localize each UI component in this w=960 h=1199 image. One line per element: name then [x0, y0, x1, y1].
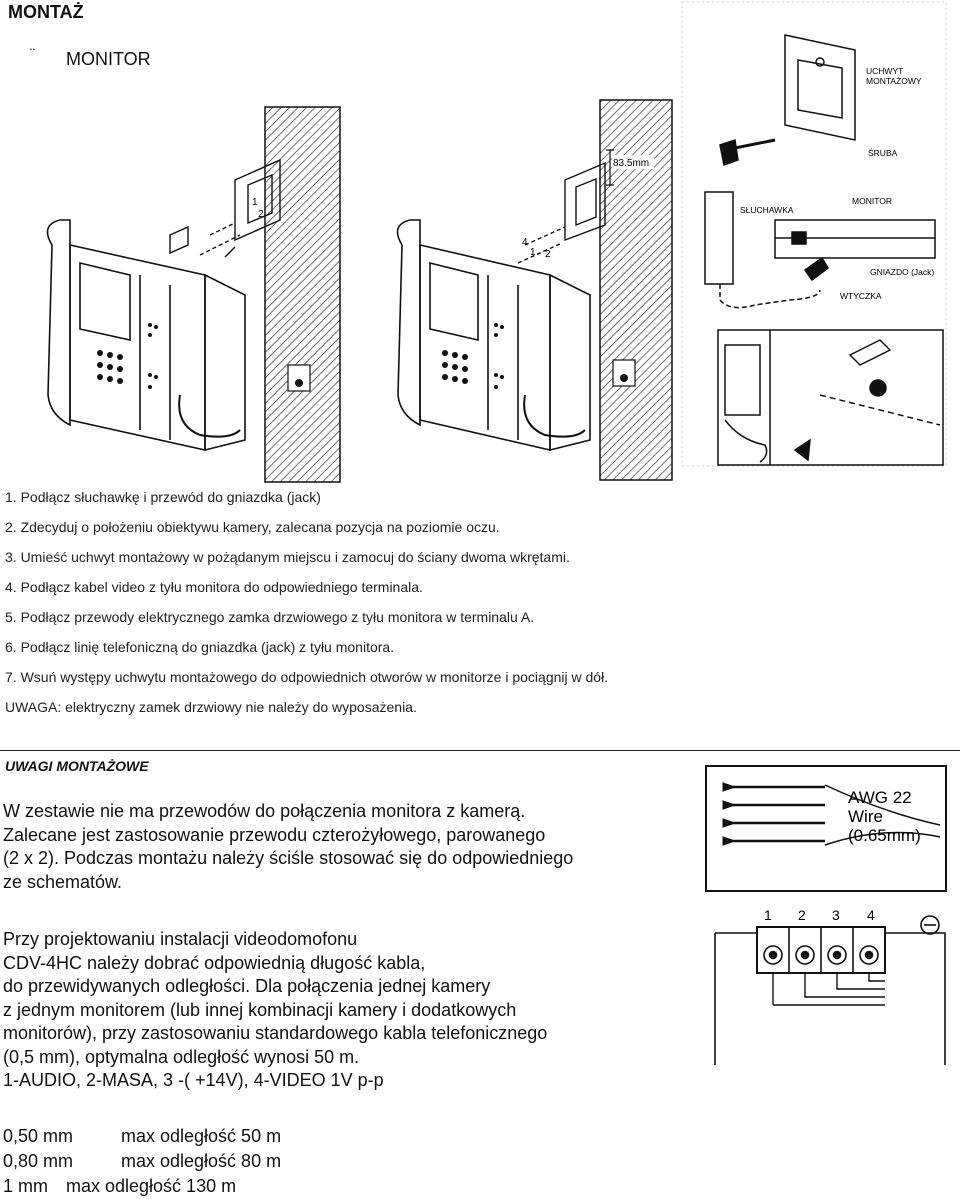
- bracket-1-number-1: 1: [252, 197, 258, 208]
- section-divider: [0, 750, 960, 751]
- bracket-2-number-2: 2: [545, 249, 551, 260]
- paragraph-line: ze schematów.: [3, 871, 123, 892]
- instruction-item: 5. Podłącz przewody elektrycznego zamka …: [5, 609, 535, 625]
- terminal-number-3: 3: [832, 907, 840, 923]
- bracket-2: [517, 161, 606, 264]
- instruction-item: 6. Podłącz linię telefoniczną do gniazdk…: [5, 639, 395, 655]
- monitor-side-view: [704, 191, 936, 309]
- warning-note: UWAGA: elektryczny zamek drzwiowy nie na…: [5, 699, 417, 715]
- instruction-item: 2. Zdecyduj o położeniu obiektywu kamery…: [5, 519, 500, 535]
- dimension-marker: [606, 149, 614, 186]
- terminal-number-4: 4: [867, 907, 875, 923]
- wire-bundle: [722, 782, 941, 846]
- distance-row: 1 mm max odległość 130 m: [3, 1174, 281, 1199]
- paragraph-line: (2 x 2). Podczas montażu należy ściśle s…: [3, 848, 574, 868]
- wall-mount-illustration: 1 2 83.5mm 4 1 2: [46, 99, 673, 483]
- bracket-1: [169, 158, 281, 258]
- page-title: MONTAŻ: [8, 2, 84, 22]
- bracket-1-number-2: 2: [258, 209, 264, 220]
- wire-type-label: Wire: [848, 807, 883, 826]
- monitor-1-cable: [178, 394, 241, 438]
- cable-distance-table: 0,50 mm max odległość 50 m 0,80 mm max odl…: [3, 1124, 281, 1199]
- terminal-number-1: 1: [764, 907, 772, 923]
- max-distance: max odległość 130 m: [66, 1176, 237, 1196]
- plug-label: WTYCZKA: [840, 291, 882, 301]
- bracket-label-line1: UCHWYT: [866, 66, 903, 76]
- instruction-item: 1. Podłącz słuchawkę i przewód do gniazd…: [5, 489, 321, 505]
- terminal-block: [714, 915, 946, 1065]
- paragraph-line: z jednym monitorem (lub innej kombinacji…: [3, 999, 517, 1020]
- monitor-label: MONITOR: [852, 196, 892, 206]
- bracket-2-number-1: 1: [530, 247, 536, 258]
- notes-paragraph-1: W zestawie nie ma przewodów do połączeni…: [3, 800, 573, 894]
- paragraph-line: monitorów), przy zastosowaniu standardow…: [3, 1023, 548, 1043]
- paragraph-line: do przewidywanych odległości. Dla połącz…: [3, 976, 491, 996]
- wiring-diagram: AWG 22 Wire (0.65mm) 1 2 3 4: [705, 765, 947, 1065]
- rear-detail-illustration: UCHWYT MONTAŻOWY ŚRUBA SŁUCHAWKA MONITOR…: [681, 1, 947, 467]
- instruction-item: 4. Podłącz kabel video z tyłu monitora d…: [5, 579, 423, 595]
- paragraph-line: Zalecane jest zastosowanie przewodu czte…: [3, 824, 546, 845]
- cable-size: 0,50 mm: [3, 1126, 74, 1146]
- distance-row: 0,50 mm max odległość 50 m: [3, 1124, 281, 1149]
- dimension-label: 83.5mm: [613, 158, 649, 169]
- cable-size: 0,80 mm: [3, 1151, 74, 1171]
- monitor-2: [396, 219, 591, 452]
- bracket-label-line2: MONTAŻOWY: [866, 76, 922, 86]
- monitor-1: [46, 219, 246, 452]
- bracket-2-number-4: 4: [522, 237, 528, 248]
- wire-diameter-label: (0.65mm): [848, 826, 921, 845]
- hook-detail: [717, 329, 944, 466]
- instruction-item: 7. Wsuń występy uchwytu montażowego do o…: [5, 669, 609, 685]
- wire-gauge-label: AWG 22: [848, 788, 912, 807]
- max-distance: max odległość 50 m: [121, 1126, 282, 1146]
- mounting-bracket: [719, 34, 856, 166]
- paragraph-line: (0,5 mm), optymalna odległość wynosi 50 …: [3, 1046, 360, 1067]
- monitor-1-keypad: [97, 323, 158, 389]
- paragraph-line: W zestawie nie ma przewodów do połączeni…: [3, 801, 526, 821]
- terminal-number-2: 2: [798, 907, 806, 923]
- instruction-item: 3. Umieść uchwyt montażowy w pożądanym m…: [5, 549, 570, 565]
- notes-heading: UWAGI MONTAŻOWE: [5, 758, 149, 774]
- monitor-2-keypad: [442, 323, 504, 389]
- max-distance: max odległość 80 m: [121, 1151, 282, 1171]
- monitor-2-cable: [523, 394, 586, 438]
- wall-1: [264, 106, 341, 483]
- paragraph-line: 1-AUDIO, 2-MASA, 3 -( +14V), 4-VIDEO 1V …: [3, 1070, 384, 1090]
- section-subtitle: MONITOR: [66, 49, 151, 69]
- handset-label: SŁUCHAWKA: [740, 205, 794, 215]
- jack-label: GNIAZDO (Jack): [870, 267, 934, 277]
- paragraph-line: Przy projektowaniu instalacji videodomof…: [3, 929, 358, 949]
- screw-label: ŚRUBA: [868, 147, 898, 158]
- instruction-list: 1. Podłącz słuchawkę i przewód do gniazd…: [5, 487, 725, 727]
- subtitle-bullet: ¨: [30, 46, 35, 63]
- cable-size: 1 mm: [3, 1176, 48, 1196]
- notes-paragraph-2: Przy projektowaniu instalacji videodomof…: [3, 928, 547, 1093]
- paragraph-line: CDV-4HC należy dobrać odpowiednią długoś…: [3, 952, 426, 973]
- distance-row: 0,80 mm max odległość 80 m: [3, 1149, 281, 1174]
